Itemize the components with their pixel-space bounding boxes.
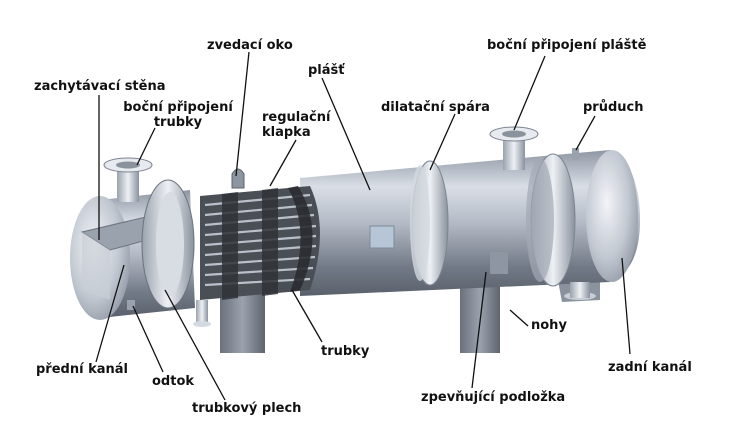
leader-trubky [291, 289, 323, 343]
leader-regulacni-klapka [269, 139, 297, 187]
baffle-3 [288, 186, 313, 292]
leader-bocni-pripojeni-trubky [136, 127, 156, 166]
label-zpevnujici-podlozka: zpevňující podložka [421, 390, 566, 405]
drain [127, 300, 135, 310]
leader-odtok [132, 305, 164, 373]
vent [572, 148, 579, 160]
leader-plast [321, 77, 371, 191]
label-trubky: trubky [321, 344, 370, 359]
leader-predni-kanal [95, 264, 125, 363]
leader-pruduch [575, 115, 596, 151]
tube-bundle [200, 168, 320, 300]
leader-trubkovy-plech [164, 289, 226, 401]
label-regulacni-klapka: regulační klapka [262, 110, 331, 140]
leader-zadni-kanal [621, 257, 631, 355]
label-bocni-pripojeni-trubky: boční připojení trubky [123, 100, 233, 130]
leader-zvedaci-oko [235, 51, 250, 177]
leader-bocni-pripojeni-plaste [513, 55, 546, 131]
label-trubkovy-plech: trubkový plech [192, 401, 302, 416]
front-channel [70, 157, 211, 327]
label-odtok: odtok [152, 374, 195, 389]
baffle-2 [262, 188, 278, 296]
label-zachytavaci-stena: zachytávací stěna [34, 79, 166, 94]
lifting-lug [231, 168, 245, 189]
label-plast: plášť [308, 63, 345, 78]
leader-nohy [509, 309, 529, 327]
label-zvedaci-oko: zvedací oko [207, 38, 293, 53]
label-nohy: nohy [531, 318, 567, 333]
label-pruduch: průduch [583, 100, 644, 115]
rear-head-end [586, 150, 638, 282]
label-zadni-kanal: zadní kanál [608, 360, 692, 375]
label-dilatacni-spara: dilatační spára [381, 100, 490, 115]
leader-lines [95, 51, 631, 401]
baffle-1 [222, 192, 238, 300]
label-bocni-pripojeni-plaste: boční připojení pláště [487, 38, 647, 53]
label-predni-kanal: přední kanál [36, 362, 128, 377]
leader-zpevnujici-podlozka [471, 271, 487, 389]
leader-dilatacni-spara [429, 113, 456, 171]
name-plate [369, 225, 395, 249]
shell-body [300, 126, 640, 298]
